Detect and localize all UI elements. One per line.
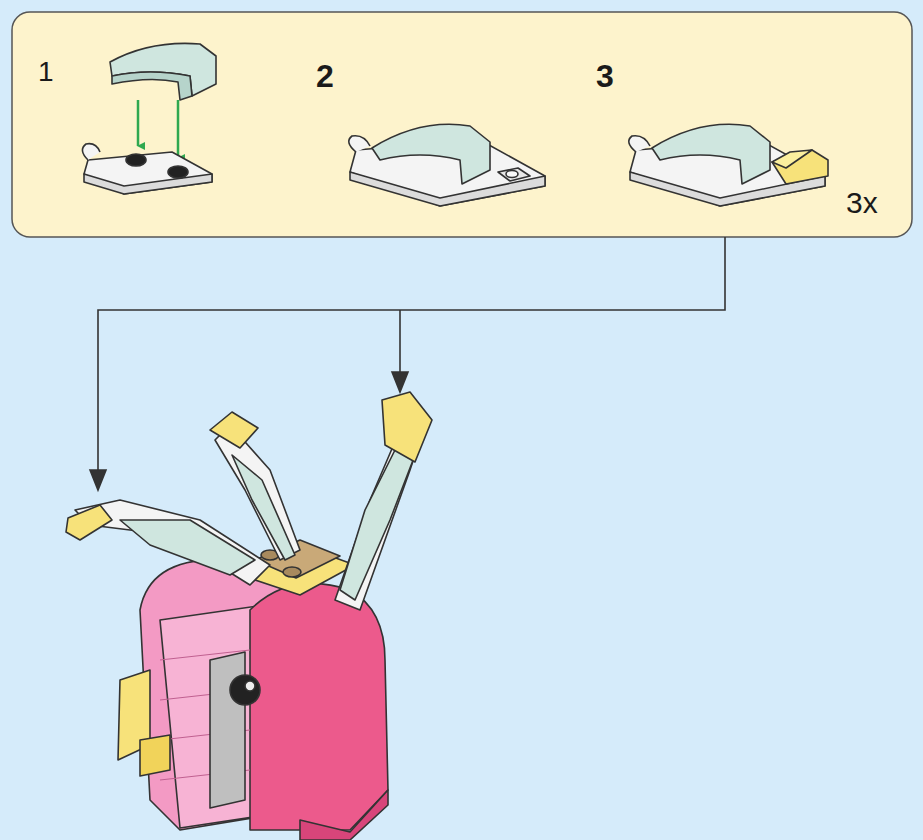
step-number: 1: [38, 58, 54, 86]
step-2-parts: [349, 124, 545, 206]
quantity-label: 3x: [846, 188, 878, 218]
sub-assembly-panel: [12, 12, 912, 237]
step-1-parts: [82, 43, 216, 194]
assembled-model: [66, 392, 432, 840]
step-number: 2: [316, 60, 334, 92]
placement-arrows: [90, 237, 725, 490]
step-number: 3: [596, 60, 614, 92]
step-3-parts: [629, 124, 828, 206]
